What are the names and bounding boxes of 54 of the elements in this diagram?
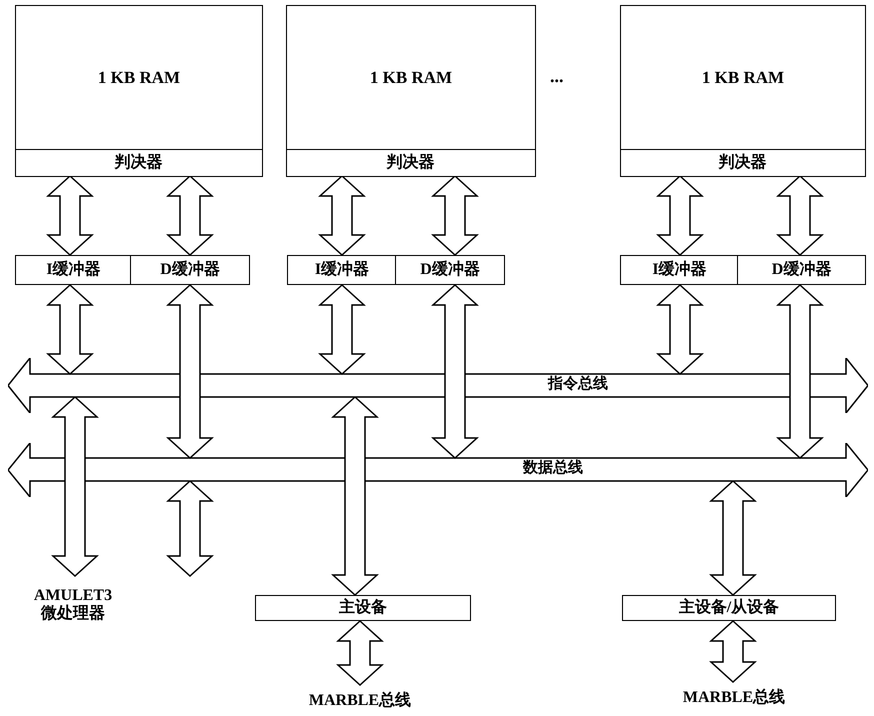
box-label: I缓冲器 xyxy=(46,260,101,280)
box-label: 判决器 xyxy=(386,154,434,172)
box-label: I缓冲器 xyxy=(314,260,370,280)
box-label: 判决器 xyxy=(718,154,766,172)
box-label: 1 KB RAM xyxy=(370,68,452,88)
buffer-box xyxy=(287,255,397,285)
double-arrow xyxy=(336,620,384,686)
box-label: D缓冲器 xyxy=(420,260,480,280)
memory-block xyxy=(15,5,263,176)
double-arrow xyxy=(166,174,214,256)
bus-label: 数据总线 xyxy=(523,460,583,478)
double-arrow xyxy=(431,284,479,460)
box-label: D缓冲器 xyxy=(160,260,220,280)
text-label: AMULET3 微处理器 xyxy=(18,580,128,630)
double-arrow xyxy=(709,480,757,596)
buffer-box xyxy=(395,255,505,285)
arbiter-strip xyxy=(14,149,262,177)
box-label: 1 KB RAM xyxy=(702,68,784,88)
arbiter-strip xyxy=(286,149,536,177)
buffer-box xyxy=(622,595,836,621)
double-arrow xyxy=(51,396,99,578)
double-arrow xyxy=(46,174,94,256)
double-arrow xyxy=(318,284,366,376)
memory-block xyxy=(286,5,536,176)
double-arrow xyxy=(709,620,757,684)
buffer-box xyxy=(130,255,250,285)
bus-label: 指令总线 xyxy=(548,376,608,394)
double-arrow xyxy=(776,284,824,460)
ellipsis-label: ... xyxy=(550,66,564,87)
text-label: MARBLE总线 xyxy=(298,689,422,713)
double-arrow xyxy=(318,174,366,256)
box-label: I缓冲器 xyxy=(652,260,707,280)
box-label: 判决器 xyxy=(114,154,162,172)
double-arrow xyxy=(656,174,704,256)
bus-arrow xyxy=(8,358,868,413)
buffer-box xyxy=(255,595,471,621)
box-label: 主设备/从设备 xyxy=(678,598,780,618)
box-label: D缓冲器 xyxy=(772,260,832,280)
double-arrow xyxy=(776,174,824,256)
memory-block xyxy=(620,5,866,176)
double-arrow xyxy=(46,284,94,376)
double-arrow xyxy=(431,174,479,256)
buffer-box xyxy=(737,255,866,285)
box-label: 1 KB RAM xyxy=(98,68,180,88)
bus-arrow xyxy=(8,443,868,497)
buffer-box xyxy=(15,255,132,285)
box-label: 主设备 xyxy=(339,598,387,618)
buffer-box xyxy=(620,255,739,285)
double-arrow xyxy=(166,284,214,460)
double-arrow xyxy=(656,284,704,376)
double-arrow xyxy=(166,480,214,578)
double-arrow xyxy=(331,396,379,596)
arbiter-strip xyxy=(620,149,866,177)
text-label: MARBLE总线 xyxy=(672,686,796,710)
